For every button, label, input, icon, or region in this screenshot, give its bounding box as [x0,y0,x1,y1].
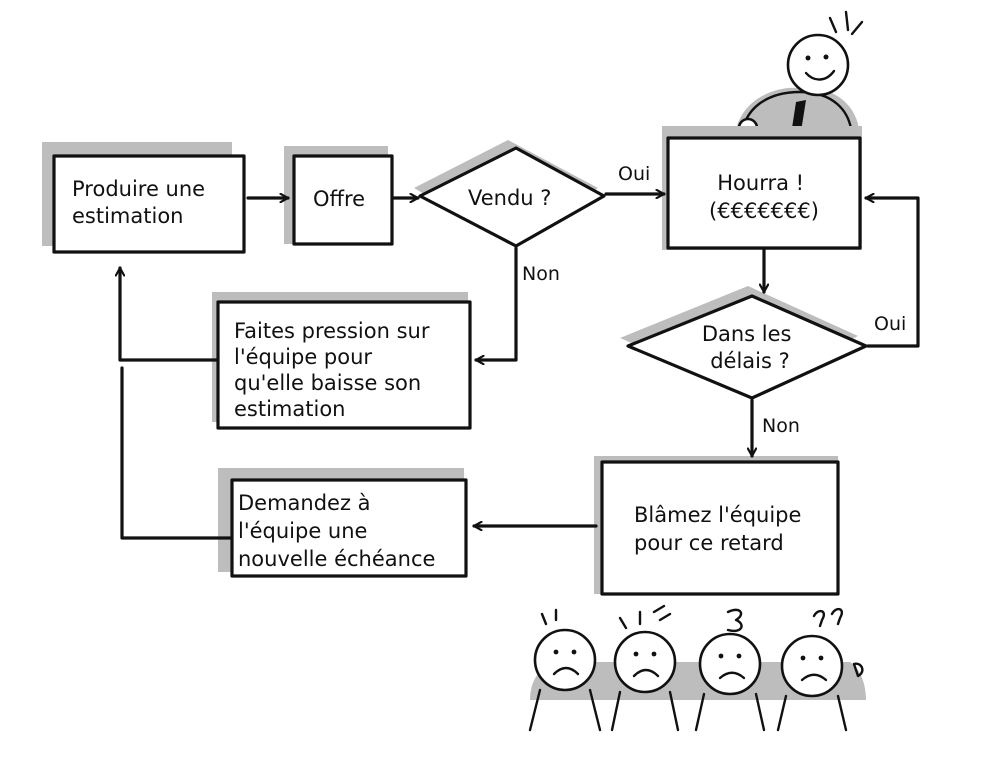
edge-label-sold-no: Non [522,263,560,285]
boss-figure-icon [735,10,864,142]
node-pressure: Faites pression sur l'équipe pour qu'ell… [216,300,472,430]
edge-label-on-time-no: Non [762,415,800,437]
node-on-time-decision: Dans les délais ? [626,294,868,400]
node-blame: Blâmez l'équipe pour ce retard [600,460,840,596]
node-on-time-text: Dans les délais ? [702,322,798,373]
node-pressure-text: Faites pression sur l'équipe pour qu'ell… [234,319,436,421]
node-sold-text: Vendu ? [468,186,551,210]
edge-pressure-to-estimate [120,266,218,362]
edge-new-deadline-to-estimate [120,366,232,540]
node-blame-text: Blâmez l'équipe pour ce retard [634,503,808,555]
edge-label-sold-yes: Oui [618,163,650,185]
sad-team-figures-icon [528,604,866,732]
node-offer: Offre [292,154,394,246]
edge-sold-no [474,246,518,360]
node-sold-decision: Vendu ? [418,146,606,248]
node-new-deadline: Demandez à l'équipe une nouvelle échéanc… [230,478,468,578]
node-offer-text: Offre [313,187,365,211]
node-estimate: Produire une estimation [52,154,246,254]
node-new-deadline-text: Demandez à l'équipe une nouvelle échéanc… [238,491,435,571]
node-hooray: Hourra ! (€€€€€€€) [666,136,862,250]
edge-on-time-yes [864,198,920,348]
node-hooray-text: Hourra ! (€€€€€€€) [709,171,819,223]
node-estimate-text: Produire une estimation [72,177,212,228]
edge-label-on-time-yes: Oui [874,313,906,335]
